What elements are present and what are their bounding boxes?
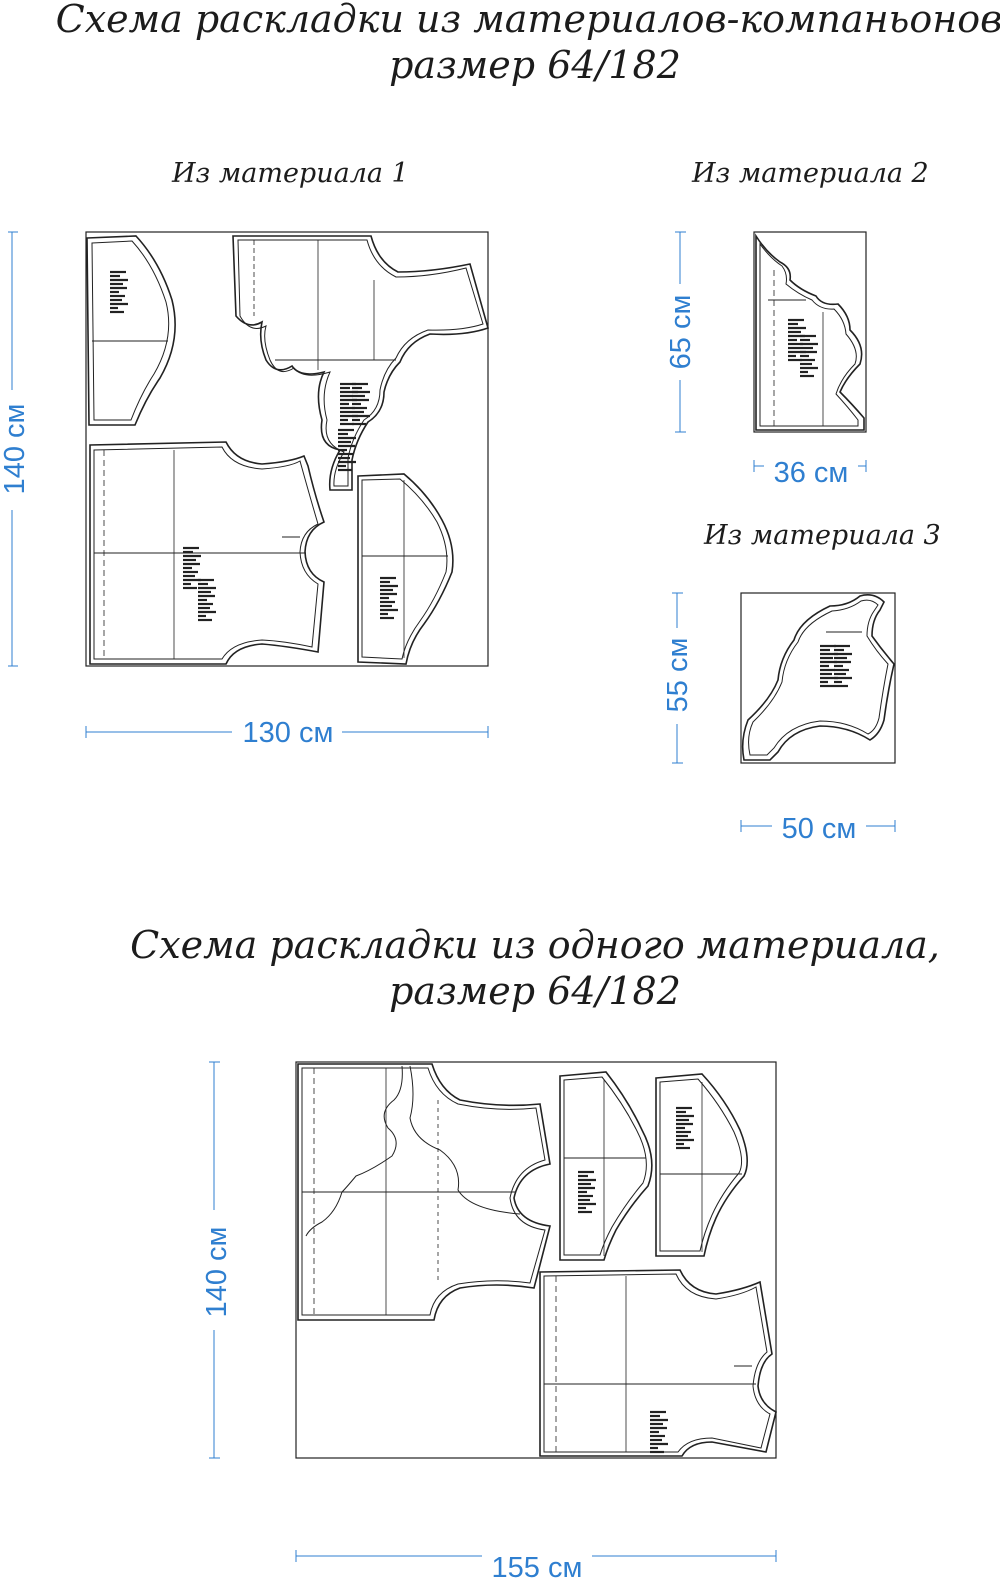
- single-height: 140 см: [201, 1227, 233, 1318]
- collar-piece: [755, 233, 865, 431]
- fabric-2: [753, 231, 867, 433]
- material-1-width: 130 см: [243, 717, 334, 749]
- back-piece: [89, 441, 325, 665]
- material-3-dimensions: [672, 592, 896, 832]
- fabric-single: [295, 1061, 777, 1459]
- sleeve-piece-single-2: [655, 1073, 748, 1257]
- fabric-3: [740, 592, 896, 764]
- front-piece: [232, 235, 489, 491]
- sleeve-piece: [86, 235, 176, 426]
- layout-title-single: Схема раскладки из одного материала, раз…: [0, 922, 1000, 1014]
- title-line-1: Схема раскладки из материалов-компаньоно…: [55, 0, 1000, 41]
- material-2-width: 36 см: [774, 457, 849, 489]
- title2-line-2: размер 64/182: [389, 969, 681, 1013]
- material-2-height: 65 см: [665, 295, 697, 370]
- material-3-height: 55 см: [662, 638, 694, 713]
- sleeve-piece-2: [357, 473, 454, 665]
- material-1-layout: 140 см 130 см: [0, 231, 489, 749]
- title2-line-1: Схема раскладки из одного материала,: [130, 923, 940, 967]
- single-dimensions: [209, 1061, 777, 1562]
- single-material-layout: 140 см 155 см: [198, 1061, 777, 1584]
- material-1-label: Из материала 1: [172, 158, 409, 189]
- material-3-layout: 55 см 50 см: [660, 592, 896, 845]
- material-3-label: Из материала 3: [704, 520, 941, 551]
- yoke-piece: [741, 594, 895, 761]
- front-piece-single: [297, 1063, 552, 1321]
- fabric-1: [85, 231, 489, 667]
- material-3-width: 50 см: [782, 813, 857, 845]
- material-1-height: 140 см: [0, 404, 31, 495]
- material-2-layout: 65 см 36 см: [664, 231, 867, 489]
- material-2-label: Из материала 2: [692, 158, 929, 189]
- single-width: 155 см: [492, 1552, 583, 1584]
- layout-title-companions: Схема раскладки из материалов-компаньоно…: [0, 0, 1000, 88]
- back-piece-single: [539, 1269, 777, 1457]
- material-2-dimensions: [675, 231, 867, 472]
- title-line-2: размер 64/182: [389, 43, 681, 87]
- sleeve-piece-single-1: [559, 1071, 653, 1261]
